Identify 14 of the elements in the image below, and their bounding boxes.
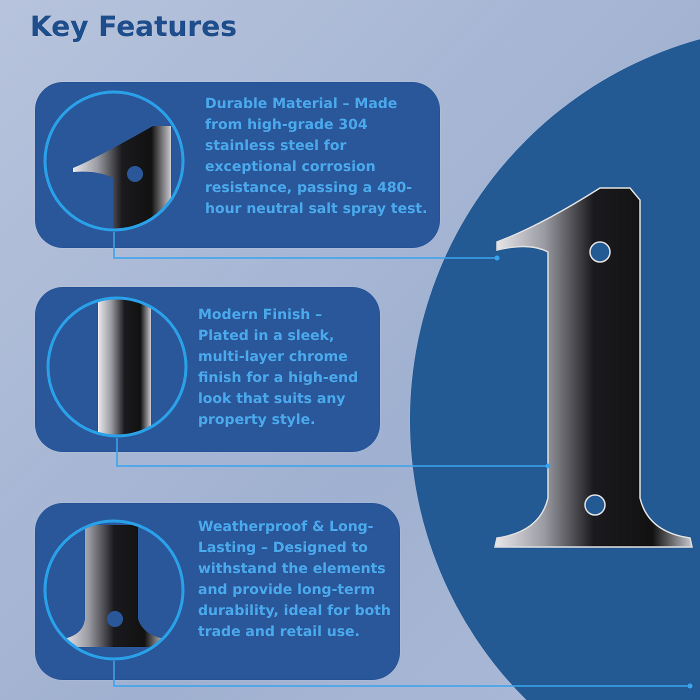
feature-card <box>35 287 380 452</box>
leader-line <box>113 232 500 260</box>
feature-text: Durable Material – Made from high-grade 304 stainless steel for exceptional corrosion resistance, passing a 480-hour neutral salt spray test. <box>205 95 428 219</box>
numeral-detail-picture <box>43 519 185 661</box>
leader-line <box>116 438 550 468</box>
numeral-drawing <box>494 187 693 548</box>
leader-line <box>113 661 692 688</box>
feature-text: Modern Finish – Plated in a sleek, multi-layer chrome finish for a high-end look that suits any property style. <box>198 306 360 430</box>
feature-text: Weatherproof & Long-Lasting – Designed to withstand the elements and provide long-term durability, ideal for both trade and retail use. <box>198 518 392 642</box>
title: Key Features <box>30 10 237 43</box>
numeral-detail-picture <box>43 90 185 232</box>
feature-card <box>35 82 440 248</box>
numeral-detail-picture <box>46 296 188 438</box>
feature-card <box>35 503 400 680</box>
